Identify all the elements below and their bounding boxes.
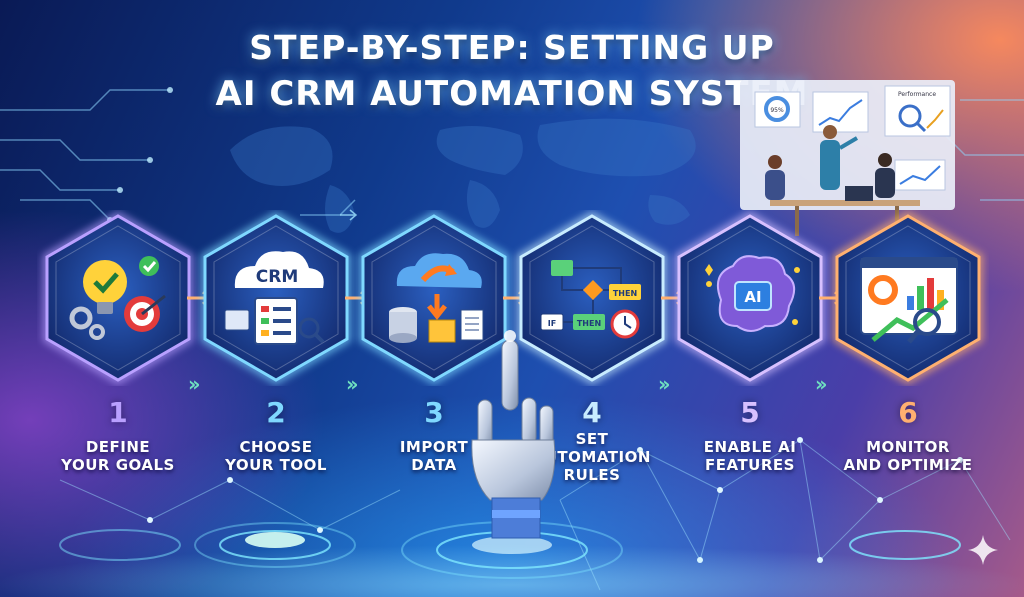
page-title-line2: AI CRM AUTOMATION SYSTEM xyxy=(215,74,809,114)
flowchart-icon: THEN IF THEN xyxy=(540,260,641,339)
performance-panel-label: Performance xyxy=(898,91,936,98)
page-title-line1: STEP-BY-STEP: SETTING UP xyxy=(249,28,775,67)
step-number-1: 1 xyxy=(108,396,128,429)
svg-text:IF: IF xyxy=(548,319,556,328)
svg-text:THEN: THEN xyxy=(613,289,637,298)
gauge-label: 95% xyxy=(770,107,784,114)
chevron-right-icon: ›› xyxy=(658,372,671,396)
step-hexagon-3 xyxy=(353,210,515,386)
step-number-5: 5 xyxy=(740,396,760,429)
step-number-6: 6 xyxy=(898,396,918,429)
svg-text:THEN: THEN xyxy=(577,319,601,328)
step-number-3: 3 xyxy=(424,396,444,429)
svg-text:CRM: CRM xyxy=(256,267,298,287)
ai-brain-icon: AI xyxy=(705,255,800,332)
step-hexagon-1 xyxy=(37,210,199,386)
sparkle-icon xyxy=(968,535,998,565)
step-number-4: 4 xyxy=(582,396,602,429)
analytics-magnifier-icon xyxy=(860,257,958,344)
lightbulb-target-icon xyxy=(69,256,166,340)
cloud-upload-database-icon xyxy=(389,253,484,343)
crm-cloud-icon: CRM xyxy=(224,251,325,345)
step-hexagon-6 xyxy=(827,210,989,386)
chevron-right-icon: ›› xyxy=(815,372,828,396)
step-number-2: 2 xyxy=(266,396,286,429)
world-map xyxy=(230,118,696,233)
step-hexagon-4: THEN IF THEN xyxy=(511,210,673,386)
chevron-right-icon: ›› xyxy=(346,372,359,396)
robot-hand-illustration xyxy=(471,330,556,539)
step-hexagon-5: AI xyxy=(669,210,831,386)
step-hexagon-2: CRM xyxy=(195,210,357,386)
office-team-illustration: 95% Performance xyxy=(740,80,955,236)
chevron-right-icon: ›› xyxy=(188,372,201,396)
svg-text:AI: AI xyxy=(744,288,761,306)
